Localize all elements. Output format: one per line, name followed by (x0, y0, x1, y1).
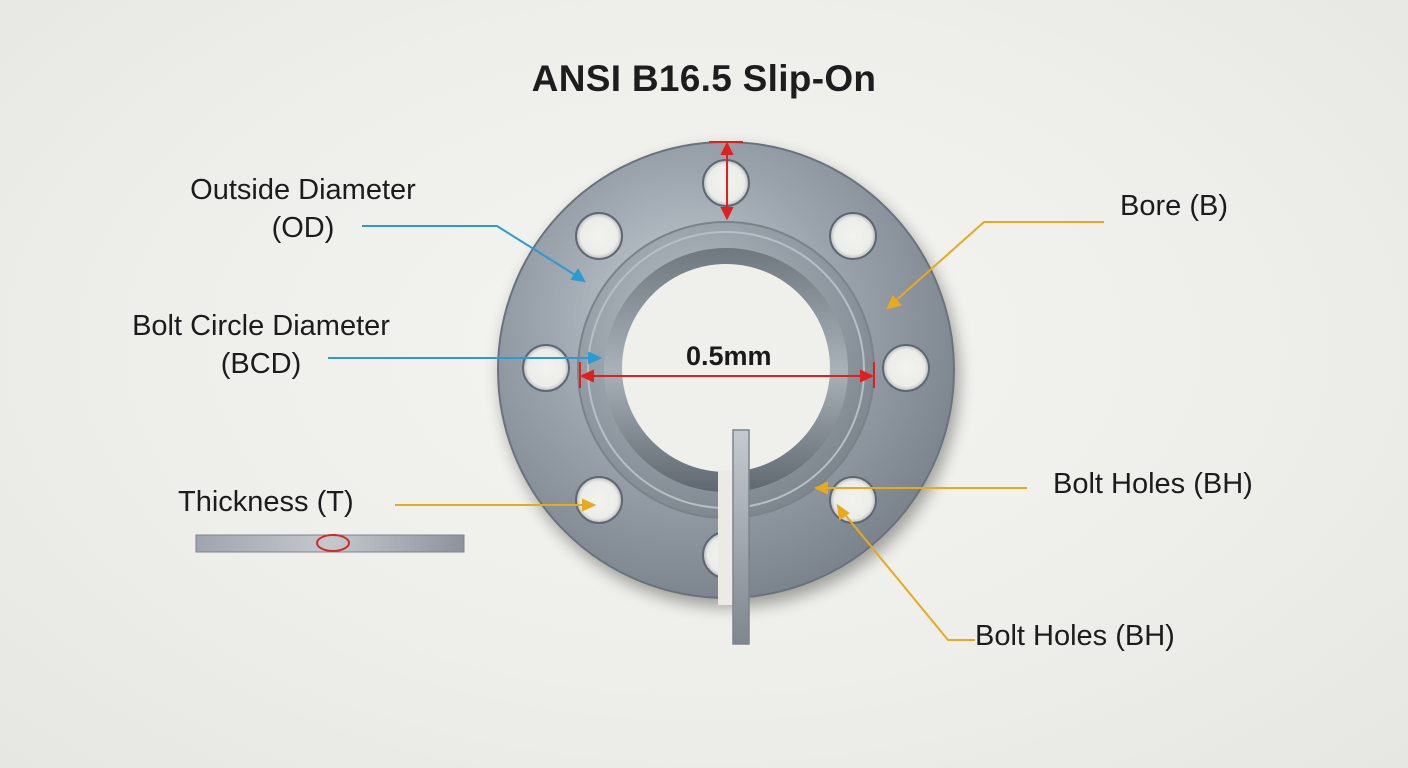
bolt-holes-lower-leader (836, 503, 975, 641)
bore-leader (886, 221, 1104, 310)
thickness-leader (395, 498, 597, 512)
bolt-hole (522, 344, 570, 392)
bolt-holes-label-lower: Bolt Holes (BH) (975, 620, 1175, 652)
thickness-label: Thickness (T) (178, 486, 354, 518)
bolt-hole (575, 212, 623, 260)
thickness-highlight-ellipse (316, 534, 350, 552)
slot-cut (718, 429, 750, 645)
bolt-holes-upper-leader (813, 481, 1027, 495)
bore-label: Bore (B) (1120, 190, 1228, 222)
od-leader (362, 225, 586, 283)
bolt-circle-diameter-label: Bolt Circle Diameter (BCD) (106, 307, 416, 383)
thickness-plate (732, 429, 750, 645)
bolt-hole (882, 344, 930, 392)
diagram-title: ANSI B16.5 Slip-On (531, 58, 877, 99)
bore-opening (622, 264, 830, 472)
outside-diameter-label-line1: Outside Diameter (190, 174, 416, 206)
bcd-leader (328, 351, 603, 365)
bolt-holes-label-upper: Bolt Holes (BH) (1053, 468, 1253, 500)
bolt-hole (829, 212, 877, 260)
bolt-circle-label-line1: Bolt Circle Diameter (132, 310, 390, 342)
bolt-hole (829, 476, 877, 524)
thickness-bar (195, 534, 465, 553)
bore-dimension-line (579, 362, 875, 388)
bore-dimension-value: 0.5mm (686, 341, 772, 371)
outside-diameter-label-line2: (OD) (271, 212, 335, 244)
bolt-circle-label-line2: (BCD) (220, 348, 302, 380)
bolt-hole (575, 476, 623, 524)
od-dimension-marker (709, 141, 743, 221)
outside-diameter-label: Outside Diameter (OD) (160, 171, 446, 247)
